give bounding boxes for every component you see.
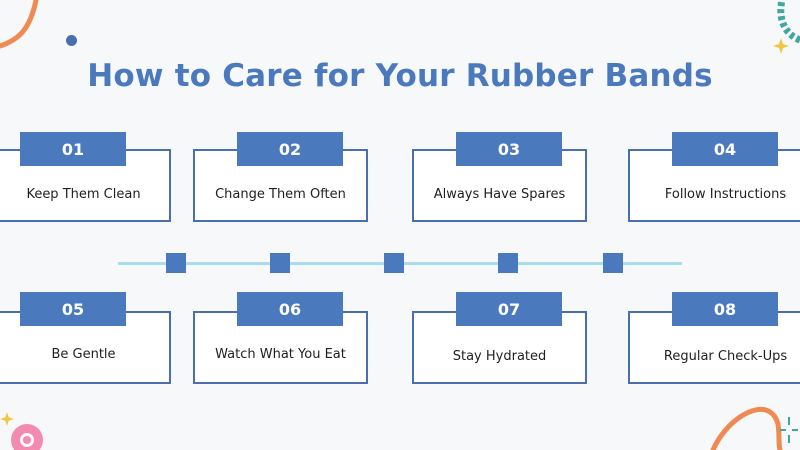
sparkle-burst-bottom-right — [780, 417, 798, 443]
timeline-node — [603, 253, 623, 273]
step-label: Follow Instructions — [664, 187, 787, 202]
teal-ring-pattern-top-right — [777, 0, 800, 44]
step-label: Keep Them Clean — [26, 187, 141, 202]
step-badge-04: 04 — [672, 132, 778, 166]
timeline-node — [384, 253, 404, 273]
timeline-node — [498, 253, 518, 273]
step-label: Regular Check-Ups — [663, 349, 788, 364]
step-label: Stay Hydrated — [452, 349, 547, 364]
timeline-node — [166, 253, 186, 273]
step-label: Watch What You Eat — [215, 347, 346, 362]
orange-swirl-bottom-right — [710, 406, 783, 450]
step-badge-05: 05 — [20, 292, 126, 326]
sparkle-icon-top-right — [773, 38, 789, 54]
sparkle-icon-bottom-left — [0, 412, 14, 426]
timeline-node — [270, 253, 290, 273]
step-badge-02: 02 — [237, 132, 343, 166]
page-title: How to Care for Your Rubber Bands — [87, 58, 713, 94]
step-badge-08: 08 — [672, 292, 778, 326]
step-badge-03: 03 — [456, 132, 562, 166]
step-label: Change Them Often — [215, 187, 346, 202]
step-label: Always Have Spares — [433, 187, 566, 202]
orange-swirl-top-left — [0, 0, 39, 49]
step-badge-06: 06 — [237, 292, 343, 326]
pink-flower-bottom-left — [11, 424, 43, 450]
step-badge-01: 01 — [20, 132, 126, 166]
step-badge-07: 07 — [456, 292, 562, 326]
step-label: Be Gentle — [51, 347, 116, 362]
dot-decoration — [66, 35, 77, 46]
